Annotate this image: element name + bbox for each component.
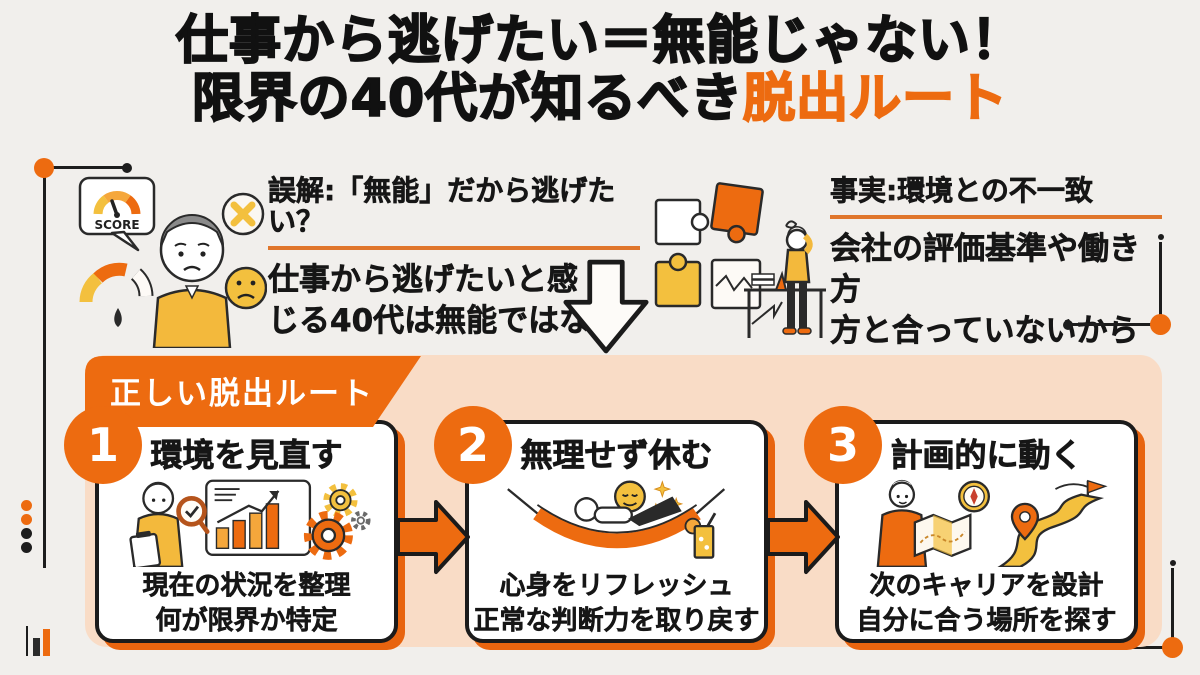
decor-line-right-h <box>1072 323 1164 326</box>
step3-desc: 次のキャリアを設計 自分に合う場所を探す <box>856 569 1117 639</box>
mini-bar-1 <box>26 626 28 656</box>
decor-dot-right-top <box>1158 234 1164 240</box>
confused-worker-at-desk <box>744 220 826 338</box>
decor-dot-right-small <box>1063 320 1073 330</box>
mini-bar-2 <box>33 638 40 656</box>
side-dot-4 <box>21 542 32 553</box>
route-banner-label: 正しい脱出ルート <box>110 376 374 412</box>
misconception-section: 誤解:「無能」だから逃げたい？ 仕事から逃げたいと感 じる40代は無能ではなく <box>268 175 640 342</box>
page-title: 仕事から逃げたい＝無能じゃない！ 限界の40代が知るべき脱出ルート <box>0 11 1200 130</box>
plan-move-illustration <box>876 479 1108 567</box>
step1-number-badge: 1 <box>64 406 142 484</box>
title-line-2: 限界の40代が知るべき脱出ルート <box>0 69 1200 130</box>
x-mark-icon <box>221 192 265 236</box>
decor-line-right-v <box>1159 242 1162 324</box>
step-card-1: 環境を見直す <box>95 420 398 643</box>
decor-line-left-v <box>43 166 46 568</box>
step2-desc-line1: 心身をリフレッシュ <box>499 570 734 602</box>
side-dot-1 <box>21 500 32 511</box>
fact-section: 事実:環境との不一致 会社の評価基準や働き方 方と合っていないから <box>830 175 1162 352</box>
corner-dot-bottom-right <box>1162 637 1183 658</box>
score-gauge-bubble: SCORE <box>78 176 156 252</box>
fact-body-line2: 方と合っていないから <box>830 312 1139 349</box>
corner-dot-top-left <box>34 158 54 178</box>
misconception-body: 仕事から逃げたいと感 じる40代は無能ではなく <box>268 260 640 342</box>
route-banner-ribbon <box>85 356 421 427</box>
title-line2-black: 限界の40代が知るべき <box>191 69 744 130</box>
misconception-body-line1: 仕事から逃げたいと感 <box>268 261 579 298</box>
drink-glass <box>684 512 716 559</box>
step2-desc-line2: 正常な判断力を取り戻す <box>473 605 760 637</box>
map-reader-person <box>876 479 972 567</box>
decor-line-bottom-right-v <box>1171 568 1174 648</box>
mini-bar-3 <box>43 629 50 656</box>
sad-face-icon <box>224 266 267 310</box>
broken-gauge <box>79 262 154 327</box>
score-label: SCORE <box>94 218 139 232</box>
step1-title: 環境を見直す <box>150 436 343 475</box>
misconception-body-line2: じる40代は無能ではなく <box>268 302 622 339</box>
review-environment-illustration <box>128 479 371 567</box>
step-arrow-2-icon <box>766 500 840 574</box>
fact-body-line1: 会社の評価基準や働き方 <box>830 230 1141 308</box>
whiteboard-chart <box>204 479 311 556</box>
fact-illustration <box>654 182 826 338</box>
fact-heading: 事実:環境との不一致 <box>830 175 1162 219</box>
decor-dot-bottom-right-top <box>1170 560 1176 566</box>
misconception-heading: 誤解:「無能」だから逃げたい？ <box>268 175 640 250</box>
step3-desc-line1: 次のキャリアを設計 <box>869 570 1104 602</box>
step-card-2: 無理せず休む <box>465 420 768 643</box>
side-dot-3 <box>21 528 32 539</box>
falling-needle <box>114 308 122 327</box>
step-card-3: 計画的に動く <box>835 420 1138 643</box>
step3-desc-line2: 自分に合う場所を探す <box>856 605 1117 637</box>
step2-desc: 心身をリフレッシュ 正常な判断力を取り戻す <box>473 569 760 639</box>
step2-title: 無理せず休む <box>520 436 713 475</box>
step2-number-badge: 2 <box>434 406 512 484</box>
title-line-1: 仕事から逃げたい＝無能じゃない！ <box>175 11 1024 71</box>
compass-icon <box>957 480 990 513</box>
step3-title: 計画的に動く <box>890 436 1083 475</box>
decor-dot-top-left <box>122 163 132 173</box>
step3-number-badge: 3 <box>804 406 882 484</box>
side-dot-2 <box>21 514 32 525</box>
gears <box>303 483 371 560</box>
step-arrow-1-icon <box>396 500 470 574</box>
step1-desc: 現在の状況を整理 何が限界か特定 <box>142 569 351 639</box>
rest-hammock-illustration <box>506 480 725 559</box>
corner-dot-right <box>1150 314 1171 335</box>
analyst-person <box>128 481 210 567</box>
misconception-illustration: SCORE <box>78 176 267 348</box>
sun-face-icon <box>613 480 646 513</box>
decor-line-bottom-right-h <box>1085 646 1175 649</box>
worried-man <box>152 214 232 348</box>
decor-line-top-left-h <box>44 166 124 169</box>
step1-desc-line2: 何が限界か特定 <box>155 605 338 637</box>
goal-flag-icon <box>1086 479 1108 494</box>
location-pin-icon <box>1010 502 1039 541</box>
fact-body: 会社の評価基準や働き方 方と合っていないから <box>830 229 1162 352</box>
title-line2-orange: 脱出ルート <box>742 69 1009 130</box>
step1-desc-line1: 現在の状況を整理 <box>142 570 351 602</box>
down-arrow-icon <box>563 259 649 354</box>
hammock-person <box>506 488 725 549</box>
